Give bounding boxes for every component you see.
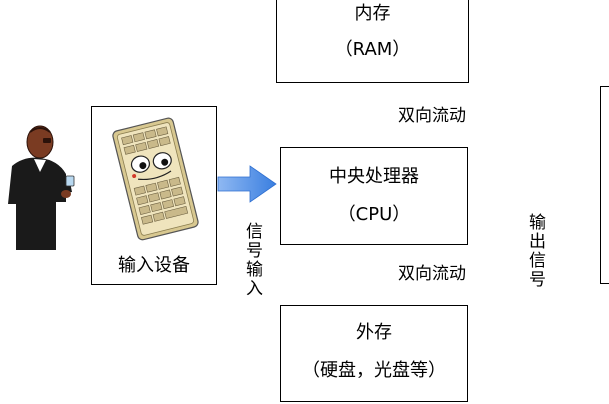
input-device-label: 输入设备 <box>118 255 190 276</box>
keyboard-icon <box>112 117 199 241</box>
memory-subtitle: （RAM） <box>334 39 411 60</box>
signal-input-label: 信号输入 <box>242 222 262 298</box>
storage-box: 外存 （硬盘，光盘等） <box>280 305 468 402</box>
cpu-subtitle: （CPU） <box>337 204 411 225</box>
cpu-box: 中央处理器 （CPU） <box>280 147 468 245</box>
bidirectional-flow-label-bottom: 双向流动 <box>398 264 466 284</box>
cpu-title: 中央处理器 <box>329 166 419 187</box>
output-signal-label: 输出信号 <box>525 213 545 289</box>
output-device-box <box>600 86 609 284</box>
signal-input-arrow-icon <box>217 165 277 203</box>
storage-subtitle: （硬盘，光盘等） <box>302 360 446 381</box>
person-icon <box>8 125 75 250</box>
memory-box: 内存 （RAM） <box>276 0 469 83</box>
storage-title: 外存 <box>356 322 392 343</box>
bidirectional-flow-label-top: 双向流动 <box>398 106 466 126</box>
memory-title: 内存 <box>354 3 391 24</box>
input-device-box: 输入设备 <box>91 106 217 285</box>
